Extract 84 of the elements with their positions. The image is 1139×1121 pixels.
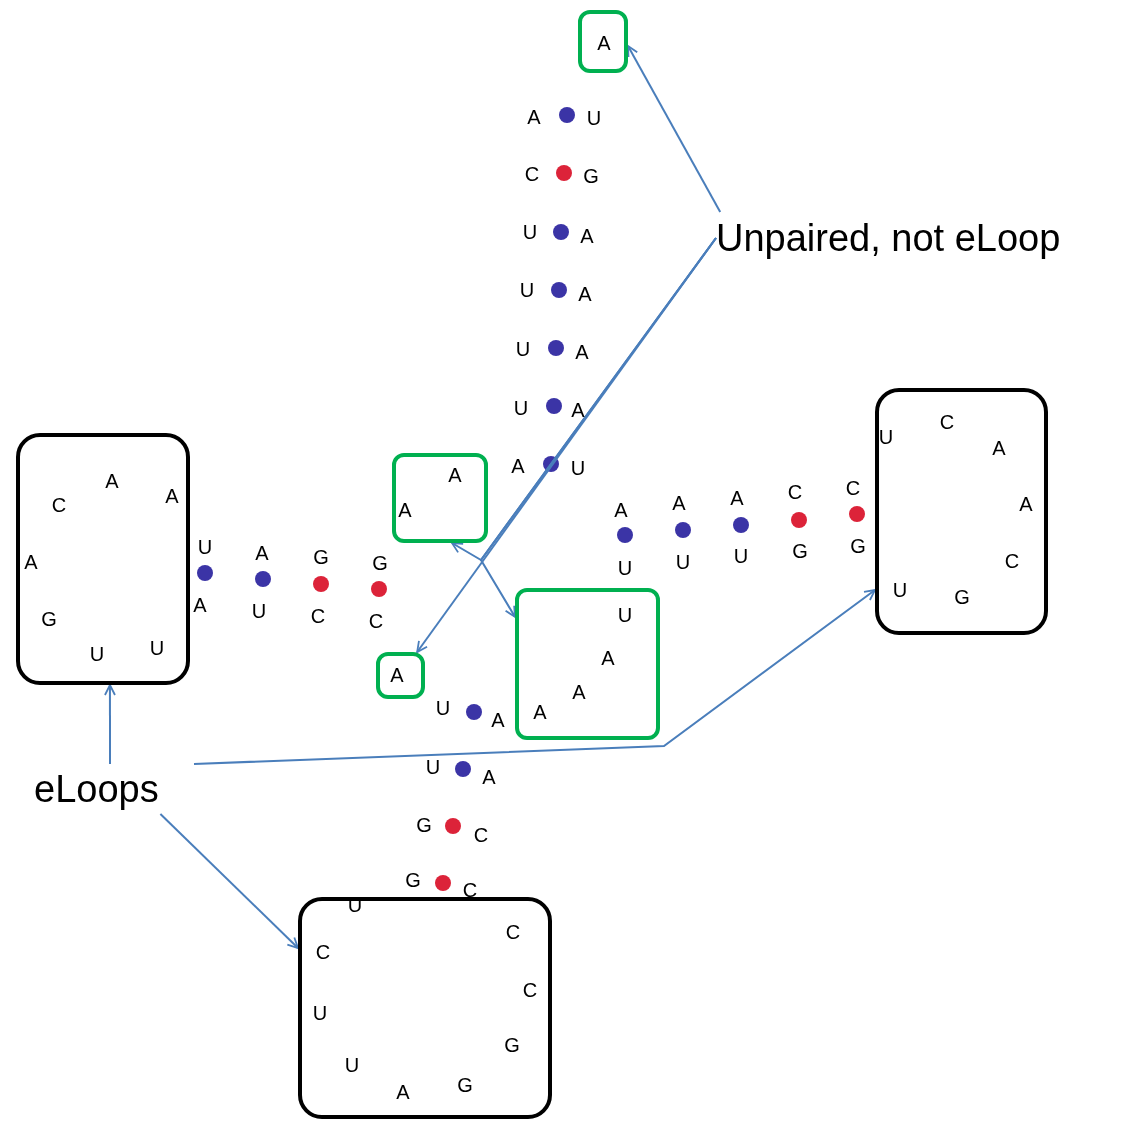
- base-letter: G: [405, 870, 421, 890]
- base-letter: C: [939, 412, 955, 432]
- base-letter: A: [105, 471, 119, 491]
- base-letter: A: [193, 595, 207, 615]
- base-letter: C: [310, 606, 326, 626]
- base-letter: A: [572, 682, 586, 702]
- base-letter: A: [24, 552, 38, 572]
- base-letter: U: [89, 644, 105, 664]
- base-letter: A: [527, 107, 541, 127]
- arrow: [627, 44, 722, 213]
- callout-label: eLoops: [34, 770, 159, 808]
- base-letter: G: [416, 815, 432, 835]
- base-letter: U: [344, 1055, 360, 1075]
- base-letter: A: [575, 342, 589, 362]
- eloop-box: [875, 388, 1048, 635]
- base-letter: A: [533, 702, 547, 722]
- base-letter: C: [524, 164, 540, 184]
- base-letter: A: [511, 456, 525, 476]
- base-letter: C: [1004, 551, 1020, 571]
- base-letter: G: [313, 547, 329, 567]
- base-letter: A: [601, 648, 615, 668]
- arrow: [479, 237, 717, 618]
- base-letter: A: [448, 465, 462, 485]
- base-letter: A: [396, 1082, 410, 1102]
- base-letter: U: [515, 339, 531, 359]
- base-letter: A: [1019, 494, 1033, 514]
- base-letter: U: [149, 638, 165, 658]
- base-letter: G: [504, 1035, 520, 1055]
- base-letter: C: [462, 880, 478, 900]
- base-letter: C: [315, 942, 331, 962]
- base-letter: C: [368, 611, 384, 631]
- base-letter: U: [251, 601, 267, 621]
- base-letter: A: [580, 226, 594, 246]
- base-letter: A: [165, 486, 179, 506]
- unpaired-box: [515, 588, 660, 740]
- base-letter: C: [845, 478, 861, 498]
- base-letter: U: [675, 552, 691, 572]
- base-letter: G: [583, 166, 599, 186]
- base-letter: A: [614, 500, 628, 520]
- base-letter: U: [733, 546, 749, 566]
- eloop-box: [298, 897, 552, 1119]
- base-letter: A: [482, 767, 496, 787]
- base-letter: U: [586, 108, 602, 128]
- arrow: [193, 589, 876, 765]
- base-letter: A: [390, 665, 404, 685]
- base-letter: C: [51, 495, 67, 515]
- base-letter: U: [878, 427, 894, 447]
- base-letter: G: [41, 609, 57, 629]
- base-letter: U: [435, 698, 451, 718]
- base-letter: A: [571, 400, 585, 420]
- base-letter: G: [792, 541, 808, 561]
- base-letter: U: [617, 605, 633, 625]
- base-letter: U: [570, 458, 586, 478]
- base-letter: U: [522, 222, 538, 242]
- base-letter: U: [312, 1003, 328, 1023]
- unpaired-box: [376, 652, 425, 699]
- base-letter: A: [730, 488, 744, 508]
- base-letter: U: [617, 558, 633, 578]
- base-letter: C: [473, 825, 489, 845]
- unpaired-box: [578, 10, 628, 73]
- base-letter: U: [425, 757, 441, 777]
- eloop-box: [16, 433, 190, 685]
- base-letter: C: [505, 922, 521, 942]
- base-letter: A: [672, 493, 686, 513]
- base-letter: A: [255, 543, 269, 563]
- base-letter: U: [892, 580, 908, 600]
- base-letter: U: [519, 280, 535, 300]
- base-letter: A: [597, 33, 611, 53]
- callout-label: Unpaired, not eLoop: [716, 219, 1061, 257]
- arrow: [159, 813, 299, 950]
- base-letter: G: [850, 536, 866, 556]
- base-letter: G: [954, 587, 970, 607]
- unpaired-box: [392, 453, 488, 543]
- base-letter: C: [787, 482, 803, 502]
- base-letter: A: [578, 284, 592, 304]
- base-letter: A: [992, 438, 1006, 458]
- base-letter: A: [398, 500, 412, 520]
- base-letter: G: [457, 1075, 473, 1095]
- base-letter: U: [513, 398, 529, 418]
- base-letter: A: [491, 710, 505, 730]
- arrow: [104, 684, 116, 765]
- base-letter: U: [197, 537, 213, 557]
- base-letter: C: [522, 980, 538, 1000]
- base-letter: G: [372, 553, 388, 573]
